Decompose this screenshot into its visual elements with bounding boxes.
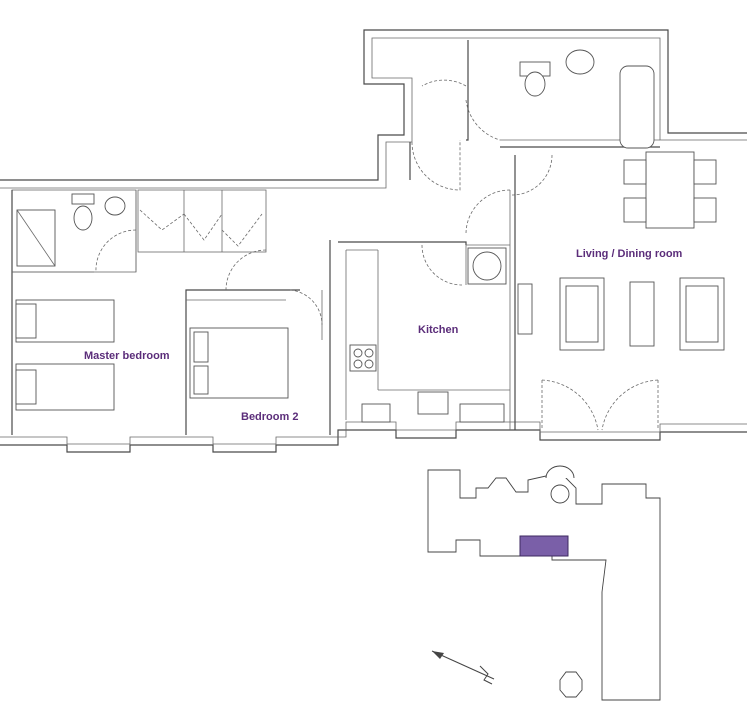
north-arrow-icon bbox=[431, 650, 495, 685]
fixtures bbox=[15, 49, 725, 423]
door-swings bbox=[95, 79, 659, 431]
site-key-plan bbox=[427, 465, 661, 701]
bedroom-2-label: Bedroom 2 bbox=[241, 411, 298, 423]
kitchen-label: Kitchen bbox=[418, 324, 459, 336]
living-dining-label: Living / Dining room bbox=[576, 248, 683, 260]
outer-walls bbox=[0, 29, 747, 453]
master-bedroom-label: Master bedroom bbox=[84, 350, 170, 362]
highlighted-apartment bbox=[519, 535, 569, 557]
